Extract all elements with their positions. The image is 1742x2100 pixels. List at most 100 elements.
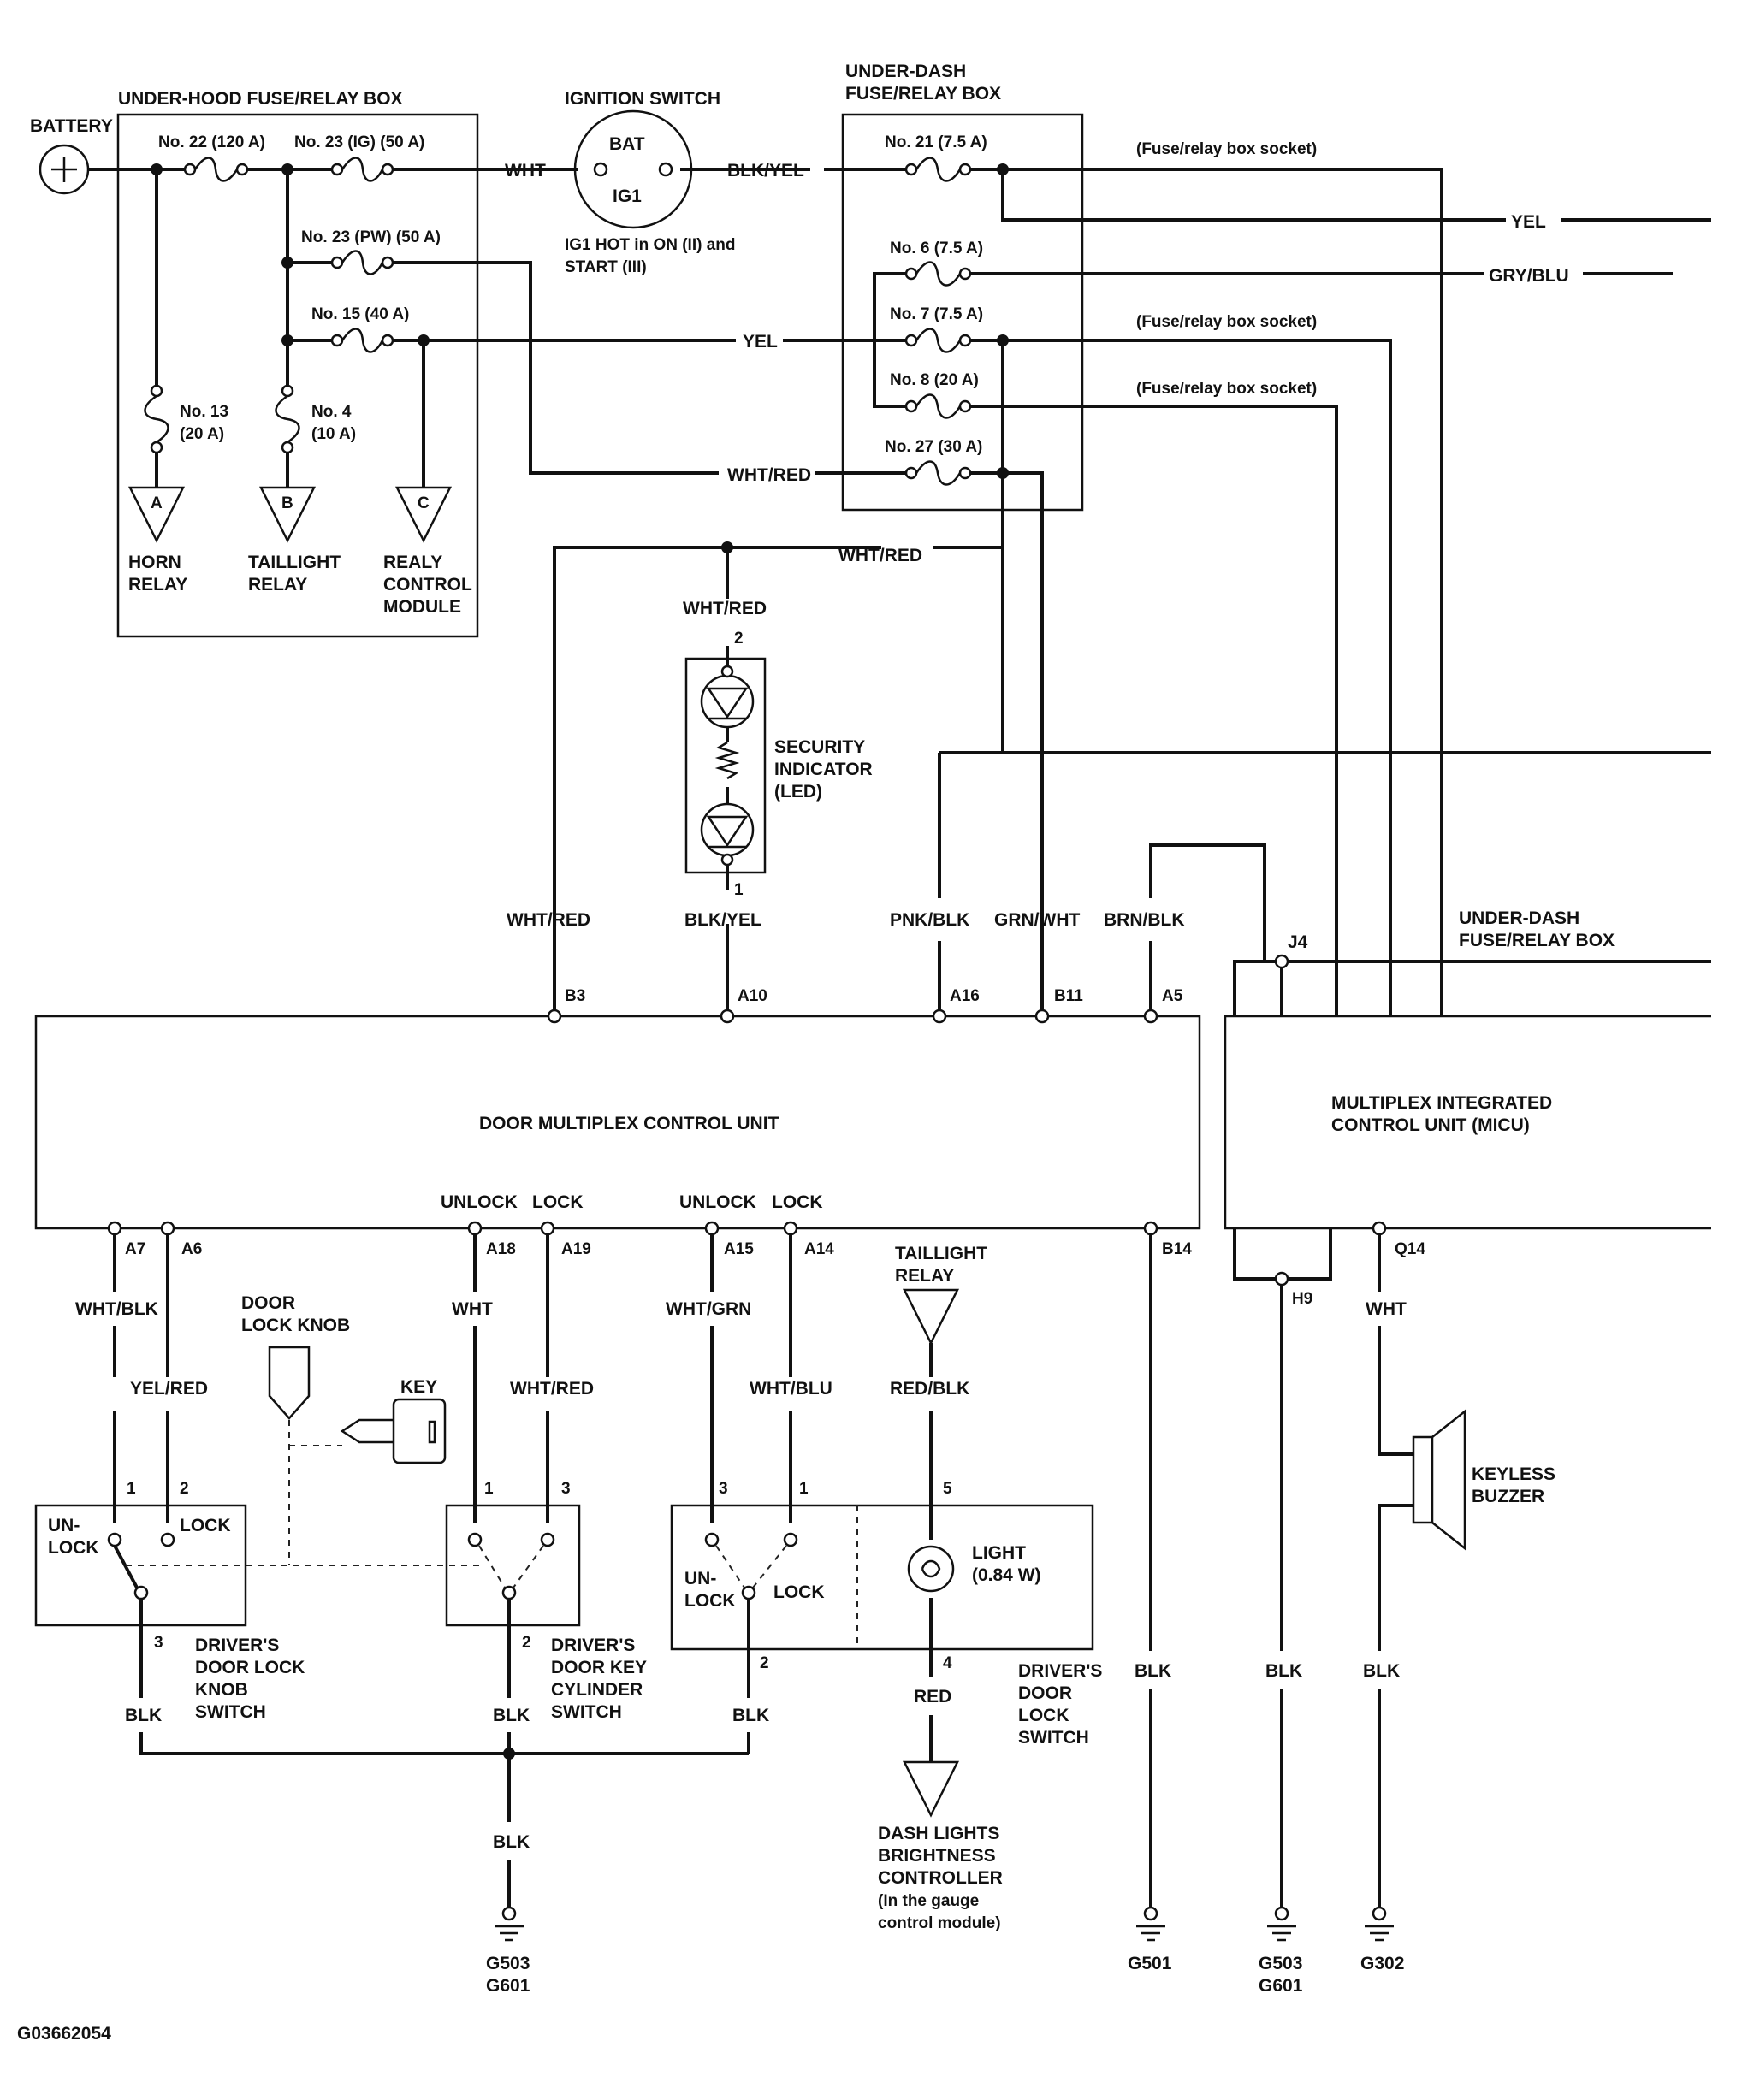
wire-wht-red-led: WHT/RED: [683, 599, 767, 618]
door-multiplex-control-unit: [34, 1015, 1201, 1230]
socket-label-1: (Fuse/relay box socket): [1136, 140, 1317, 158]
door-lock-knob-label-1: DOOR: [241, 1293, 295, 1313]
wire-yel-red: YEL/RED: [130, 1379, 208, 1399]
fuse-13-label-1: No. 13: [180, 403, 228, 421]
dls-pin-2: 2: [760, 1654, 769, 1672]
pin-h9: H9: [1292, 1290, 1312, 1308]
micu-label-2: CONTROL UNIT (MICU): [1331, 1115, 1530, 1135]
horn-relay-symbol: [127, 486, 186, 543]
fuse-13-label-2: (20 A): [180, 425, 224, 443]
keyless-buzzer-symbol: [1412, 1409, 1466, 1551]
micu-box: [1224, 1015, 1711, 1230]
wire-blk-dls: BLK: [732, 1706, 769, 1725]
ground-g503a-label-2: G601: [486, 1976, 530, 1996]
pin-a5: A5: [1162, 987, 1183, 1005]
wire-wht-blu: WHT/BLU: [750, 1379, 832, 1399]
light-bulb-symbol: [907, 1545, 955, 1593]
fuse-27-symbol: [904, 460, 972, 486]
relay-letter-c: C: [418, 494, 430, 512]
wire-yel-right: YEL: [1511, 212, 1546, 232]
unlock-label-2: UNLOCK: [679, 1192, 756, 1212]
pin-b3: B3: [565, 987, 585, 1005]
wire-blk-yel-led: BLK/YEL: [684, 910, 761, 930]
unlock-label-1: UNLOCK: [441, 1192, 518, 1212]
door-lock-switch-box: [670, 1504, 1094, 1651]
wire-red-blk: RED/BLK: [890, 1379, 969, 1399]
pin-a18: A18: [486, 1240, 516, 1258]
micu-label-1: MULTIPLEX INTEGRATED: [1331, 1093, 1552, 1113]
taillight-relay-label-2: RELAY: [248, 575, 307, 595]
pin-a19: A19: [561, 1240, 591, 1258]
key-label: KEY: [400, 1377, 437, 1397]
keycyl-label-4: SWITCH: [551, 1702, 622, 1722]
taillight-relay-label-1: TAILLIGHT: [248, 553, 341, 572]
security-led-symbol: [700, 674, 755, 857]
fuse-23-pw-label: No. 23 (PW) (50 A): [301, 228, 441, 246]
keycyl-label-1: DRIVER'S: [551, 1636, 635, 1655]
ground-g501: [1136, 1906, 1165, 1942]
fuse-8-label: No. 8 (20 A): [890, 371, 979, 389]
dls-pin-5: 5: [943, 1480, 952, 1498]
pin-a14: A14: [804, 1240, 834, 1258]
pin-b11: B11: [1054, 987, 1083, 1005]
knob-switch-label-2: DOOR LOCK: [195, 1658, 305, 1677]
wire-wht-red-mid: WHT/RED: [727, 465, 811, 485]
fuse-6-symbol: [904, 261, 972, 287]
dls-label-4: SWITCH: [1018, 1728, 1089, 1748]
wire-wht-blk: WHT/BLK: [75, 1299, 158, 1319]
taillight-relay-top-symbol: [902, 1288, 960, 1346]
wire-yel-mid: YEL: [743, 332, 778, 352]
fuse-21-symbol: [904, 157, 972, 182]
knob-pin-2: 2: [180, 1480, 189, 1498]
relay-letter-b: B: [281, 494, 293, 512]
ignition-note-2: START (III): [565, 258, 647, 276]
fuse-22-label: No. 22 (120 A): [158, 133, 265, 151]
wire-blk-main: BLK: [493, 1832, 530, 1852]
rcm-label-1: REALY: [383, 553, 442, 572]
fuse-27-label: No. 27 (30 A): [885, 438, 982, 456]
knob-pin-3: 3: [154, 1634, 163, 1652]
security-label-1: SECURITY: [774, 737, 865, 757]
relay-control-module-symbol: [394, 486, 453, 543]
pin-b14: B14: [1162, 1240, 1192, 1258]
underdash-right-label-2: FUSE/RELAY BOX: [1459, 931, 1615, 950]
dls-label-2: DOOR: [1018, 1683, 1072, 1703]
underdash-box-label-2: FUSE/RELAY BOX: [845, 84, 1001, 104]
underdash-box-label-1: UNDER-DASH: [845, 62, 966, 81]
underdash-right-label-1: UNDER-DASH: [1459, 908, 1579, 928]
fuse-7-label: No. 7 (7.5 A): [890, 305, 983, 323]
wire-gry-blu: GRY/BLU: [1489, 266, 1569, 286]
fuse-6-label: No. 6 (7.5 A): [890, 240, 983, 257]
knob-switch-label-1: DRIVER'S: [195, 1636, 279, 1655]
wire-wht-a18: WHT: [452, 1299, 493, 1319]
socket-label-2: (Fuse/relay box socket): [1136, 313, 1317, 331]
knob-unlock-label-1: UN-: [48, 1516, 80, 1535]
security-label-2: INDICATOR: [774, 760, 873, 779]
wire-wht-q14: WHT: [1366, 1299, 1407, 1319]
fuse-22-symbol: [183, 157, 249, 182]
fuse-4-symbol: [275, 384, 300, 454]
taillight-top-label-1: TAILLIGHT: [895, 1244, 987, 1263]
underdash-fuse-box: [841, 113, 1084, 512]
wire-wht-red-a19: WHT/RED: [510, 1379, 594, 1399]
fuse-15-symbol: [330, 328, 394, 353]
dls-pin-1: 1: [799, 1480, 809, 1498]
dls-pin-3: 3: [719, 1480, 728, 1498]
fuse-4-label-2: (10 A): [311, 425, 356, 443]
fuse-23-pw-symbol: [330, 250, 394, 275]
ground-g501-label: G501: [1128, 1954, 1172, 1973]
knob-pin-1: 1: [127, 1480, 136, 1498]
pin-a7: A7: [125, 1240, 145, 1258]
socket-label-3: (Fuse/relay box socket): [1136, 380, 1317, 398]
lock-label-1: LOCK: [532, 1192, 584, 1212]
wire-wht: WHT: [505, 161, 546, 180]
dash-lights-label-2: BRIGHTNESS: [878, 1846, 996, 1866]
wire-blk-h9: BLK: [1265, 1661, 1302, 1681]
pin-a15: A15: [724, 1240, 754, 1258]
dls-unlock-label-2: LOCK: [684, 1591, 736, 1611]
wire-pnk-blk: PNK/BLK: [890, 910, 969, 930]
ground-g302-label: G302: [1360, 1954, 1404, 1973]
knob-lock-label: LOCK: [180, 1516, 231, 1535]
horn-relay-label-1: HORN: [128, 553, 181, 572]
